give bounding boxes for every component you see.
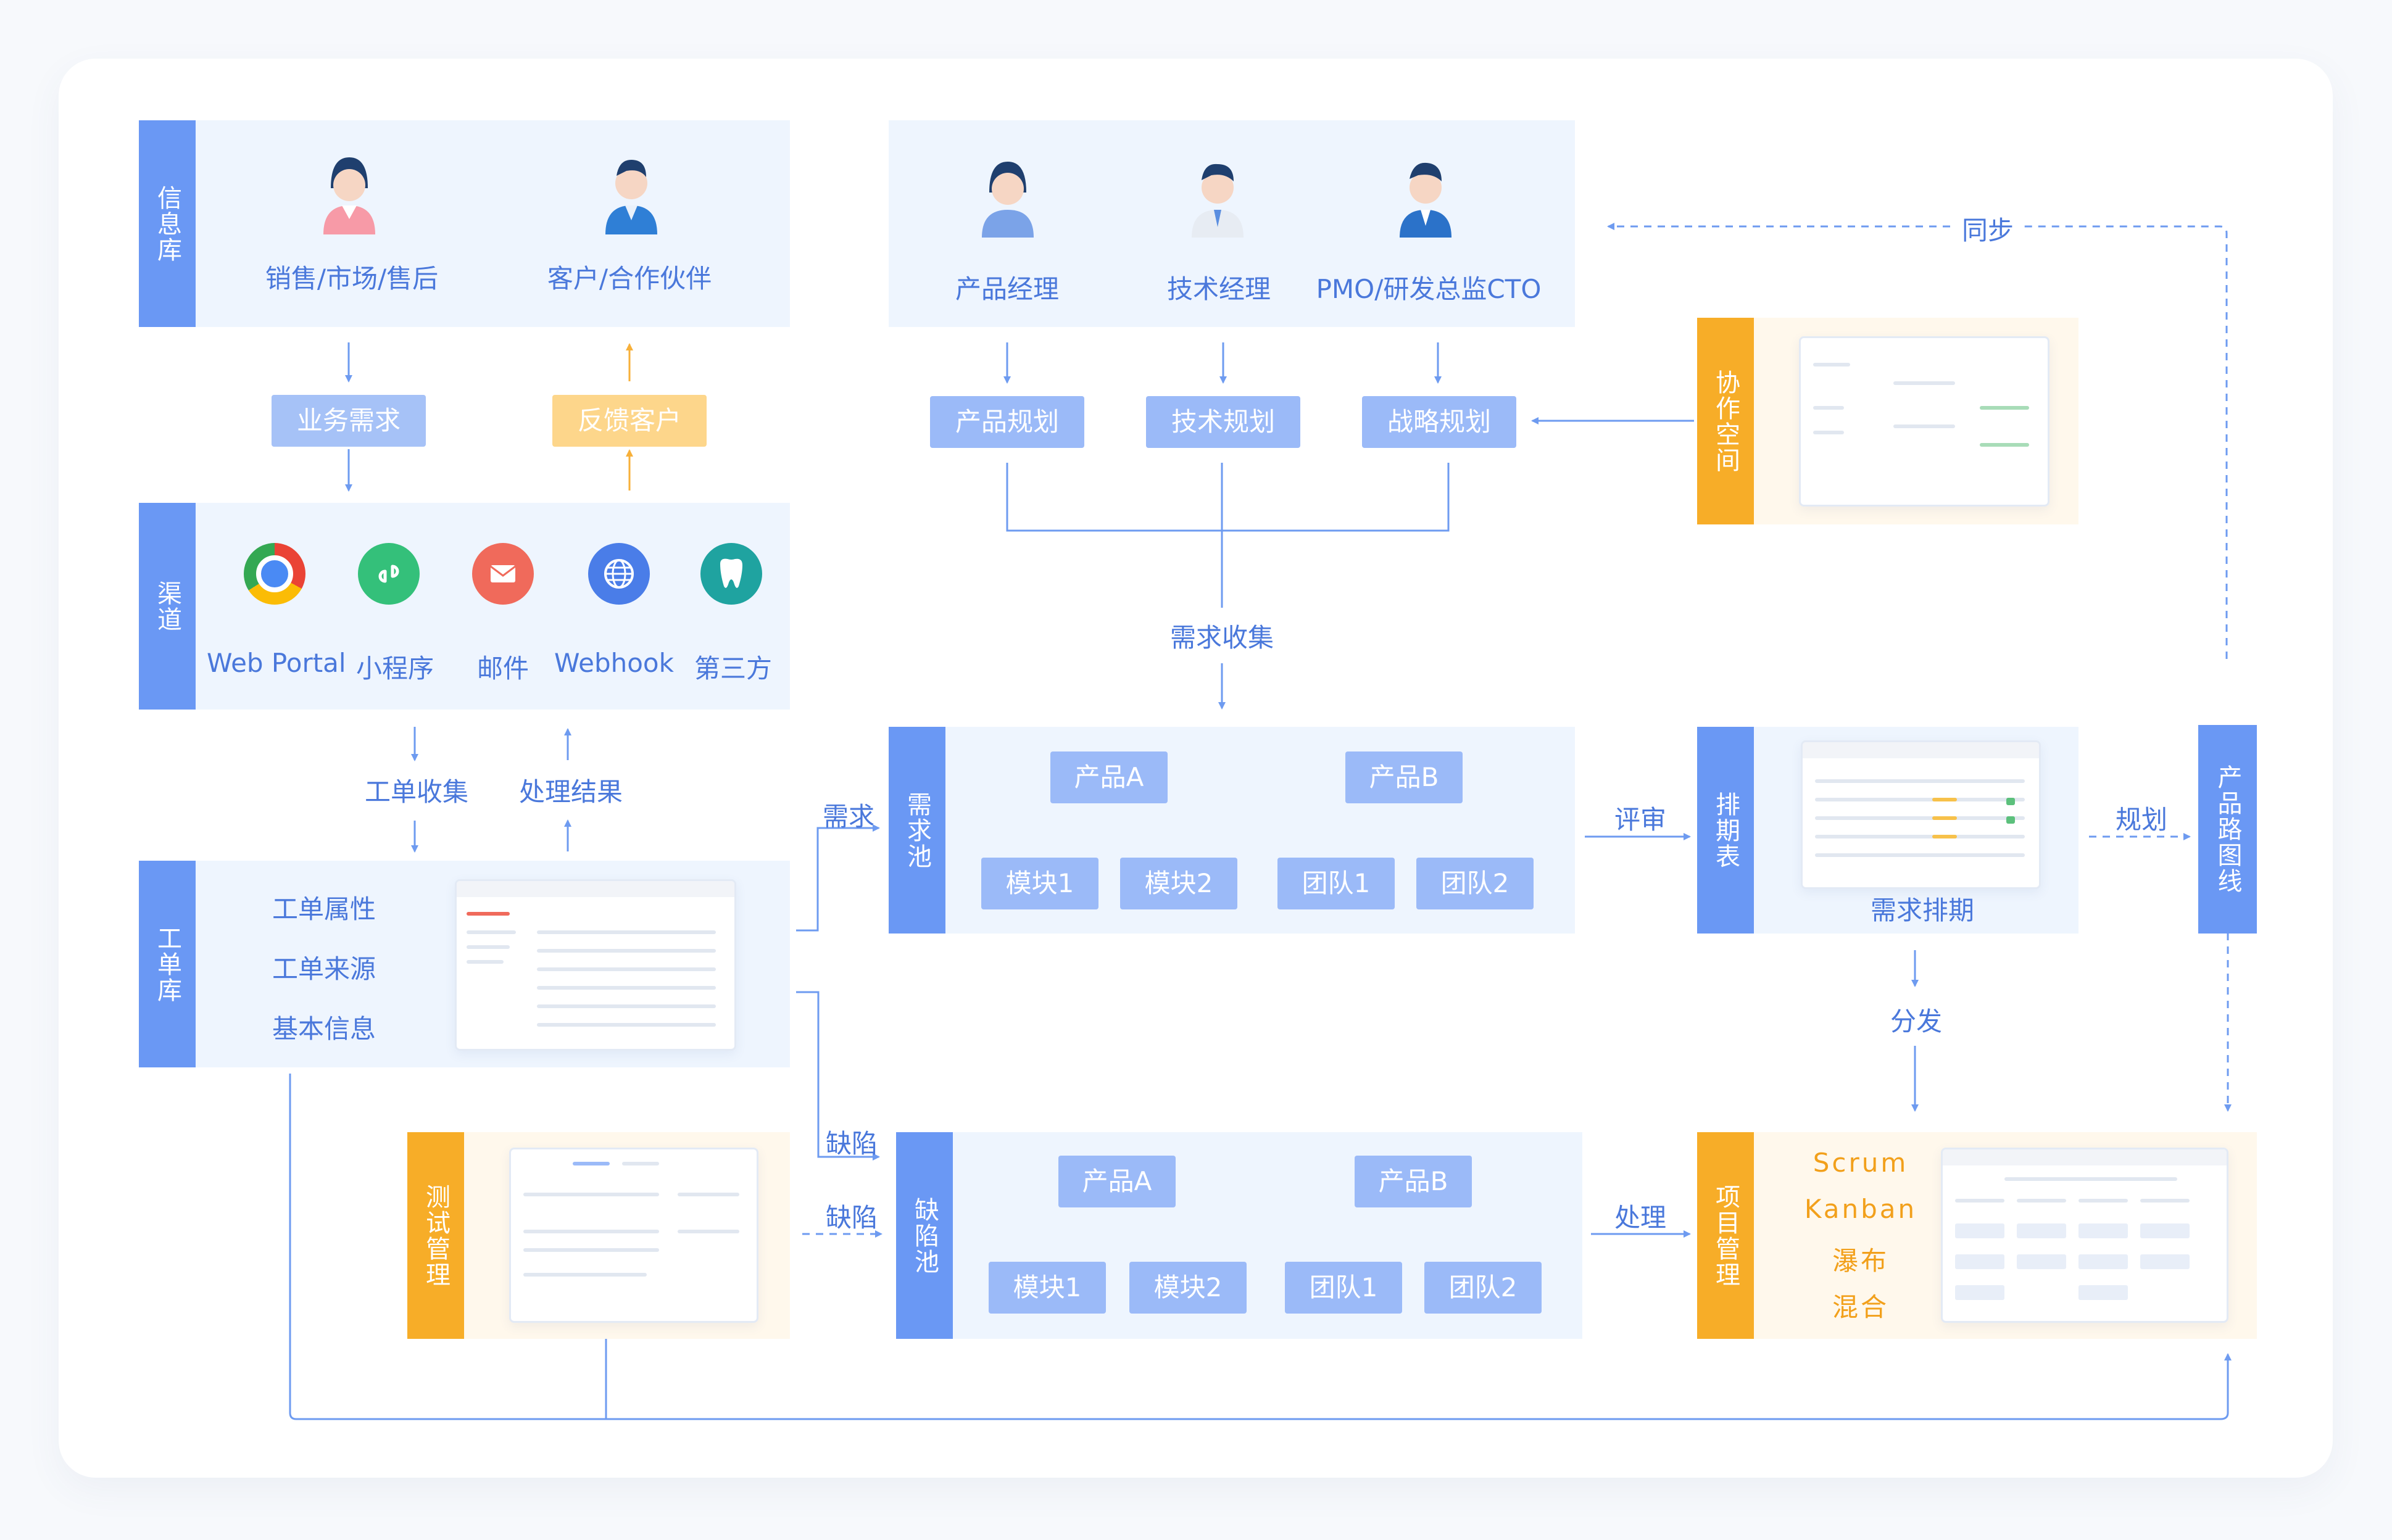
product-manager-label: 产品经理 <box>955 274 1059 304</box>
method-waterfall: 瀑布 <box>1832 1246 1889 1276</box>
defect-module-2: 模块2 <box>1129 1262 1247 1314</box>
project-screenshot-thumbnail <box>1941 1148 2228 1323</box>
collab-screenshot-thumbnail <box>1799 336 2049 507</box>
chrome-icon <box>244 543 305 605</box>
channels-tab: 渠道 <box>139 503 196 710</box>
req-collect-label: 需求收集 <box>1154 617 1290 655</box>
tech-manager-label: 技术经理 <box>1166 274 1271 304</box>
tech-manager-icon <box>1188 154 1247 238</box>
defect-product-b: 产品B <box>1355 1156 1472 1207</box>
test-screenshot-thumbnail <box>509 1148 758 1323</box>
sales-label: 销售/市场/售后 <box>265 263 439 294</box>
ticket-collect-label: 工单收集 <box>364 777 468 807</box>
cto-label: PMO/研发总监CTO <box>1316 274 1542 304</box>
collab-tab: 协作空间 <box>1697 318 1754 524</box>
defect-pool-tab: 缺陷池 <box>896 1132 953 1339</box>
biz-need-pill: 业务需求 <box>272 395 426 447</box>
defect-team-2: 团队2 <box>1424 1262 1542 1314</box>
feedback-pill: 反馈客户 <box>552 395 707 447</box>
channels-panel <box>139 503 790 710</box>
channel-web-portal: Web Portal <box>207 648 346 678</box>
method-hybrid: 混合 <box>1832 1292 1889 1322</box>
product-planning-pill: 产品规划 <box>930 396 1084 448</box>
schedule-screenshot-thumbnail <box>1801 740 2041 889</box>
schedule-tab: 排期表 <box>1697 727 1754 934</box>
defect-label-2: 缺陷 <box>825 1203 878 1233</box>
handle-label: 处理 <box>1614 1203 1666 1233</box>
req-team-2: 团队2 <box>1416 858 1534 909</box>
channel-third-party: 第三方 <box>694 653 772 684</box>
test-mgmt-tab: 测试管理 <box>407 1132 464 1339</box>
review-label: 评审 <box>1614 805 1666 835</box>
defect-team-1: 团队1 <box>1285 1262 1402 1314</box>
mail-icon <box>472 543 534 605</box>
process-result-label: 处理结果 <box>518 777 623 807</box>
schedule-caption: 需求排期 <box>1870 895 1974 925</box>
roadmap-tab: 产品路图线 <box>2198 725 2257 934</box>
req-module-2: 模块2 <box>1120 858 1237 909</box>
customer-person-icon <box>602 151 660 234</box>
defect-module-1: 模块1 <box>989 1262 1106 1314</box>
sync-label: 同步 <box>1951 210 2024 247</box>
req-module-1: 模块1 <box>981 858 1098 909</box>
mini-program-icon <box>358 543 420 605</box>
strategy-planning-pill: 战略规划 <box>1362 396 1516 448</box>
req-product-a: 产品A <box>1050 751 1168 803</box>
customer-label: 客户/合作伙伴 <box>547 263 712 294</box>
info-lib-panel <box>139 120 790 327</box>
need-label: 需求 <box>822 801 874 832</box>
ticket-screenshot-thumbnail <box>455 879 736 1051</box>
req-product-b: 产品B <box>1345 751 1463 803</box>
ticket-source-label: 工单来源 <box>272 954 376 984</box>
third-party-tooth-icon <box>700 543 762 605</box>
defect-label-1: 缺陷 <box>825 1128 878 1159</box>
project-mgmt-tab: 项目管理 <box>1697 1132 1754 1339</box>
channel-mini-program: 小程序 <box>355 653 434 684</box>
info-lib-tab: 信息库 <box>139 120 196 327</box>
cto-icon <box>1396 154 1455 238</box>
ticket-lib-tab: 工单库 <box>139 861 196 1067</box>
channel-mail: 邮件 <box>476 653 529 684</box>
method-scrum: Scrum <box>1813 1148 1909 1178</box>
defect-product-a: 产品A <box>1058 1156 1176 1207</box>
ticket-attr-label: 工单属性 <box>272 894 376 924</box>
product-manager-icon <box>978 154 1037 238</box>
req-team-1: 团队1 <box>1277 858 1395 909</box>
dispatch-label: 分发 <box>1890 1006 1942 1037</box>
ticket-basic-label: 基本信息 <box>272 1014 376 1044</box>
method-kanban: Kanban <box>1804 1194 1917 1224</box>
channel-webhook: Webhook <box>554 648 674 678</box>
req-pool-tab: 需求池 <box>889 727 945 934</box>
sales-person-icon <box>320 151 378 234</box>
webhook-globe-icon <box>588 543 650 605</box>
plan-label: 规划 <box>2115 805 2167 835</box>
tech-planning-pill: 技术规划 <box>1146 396 1300 448</box>
